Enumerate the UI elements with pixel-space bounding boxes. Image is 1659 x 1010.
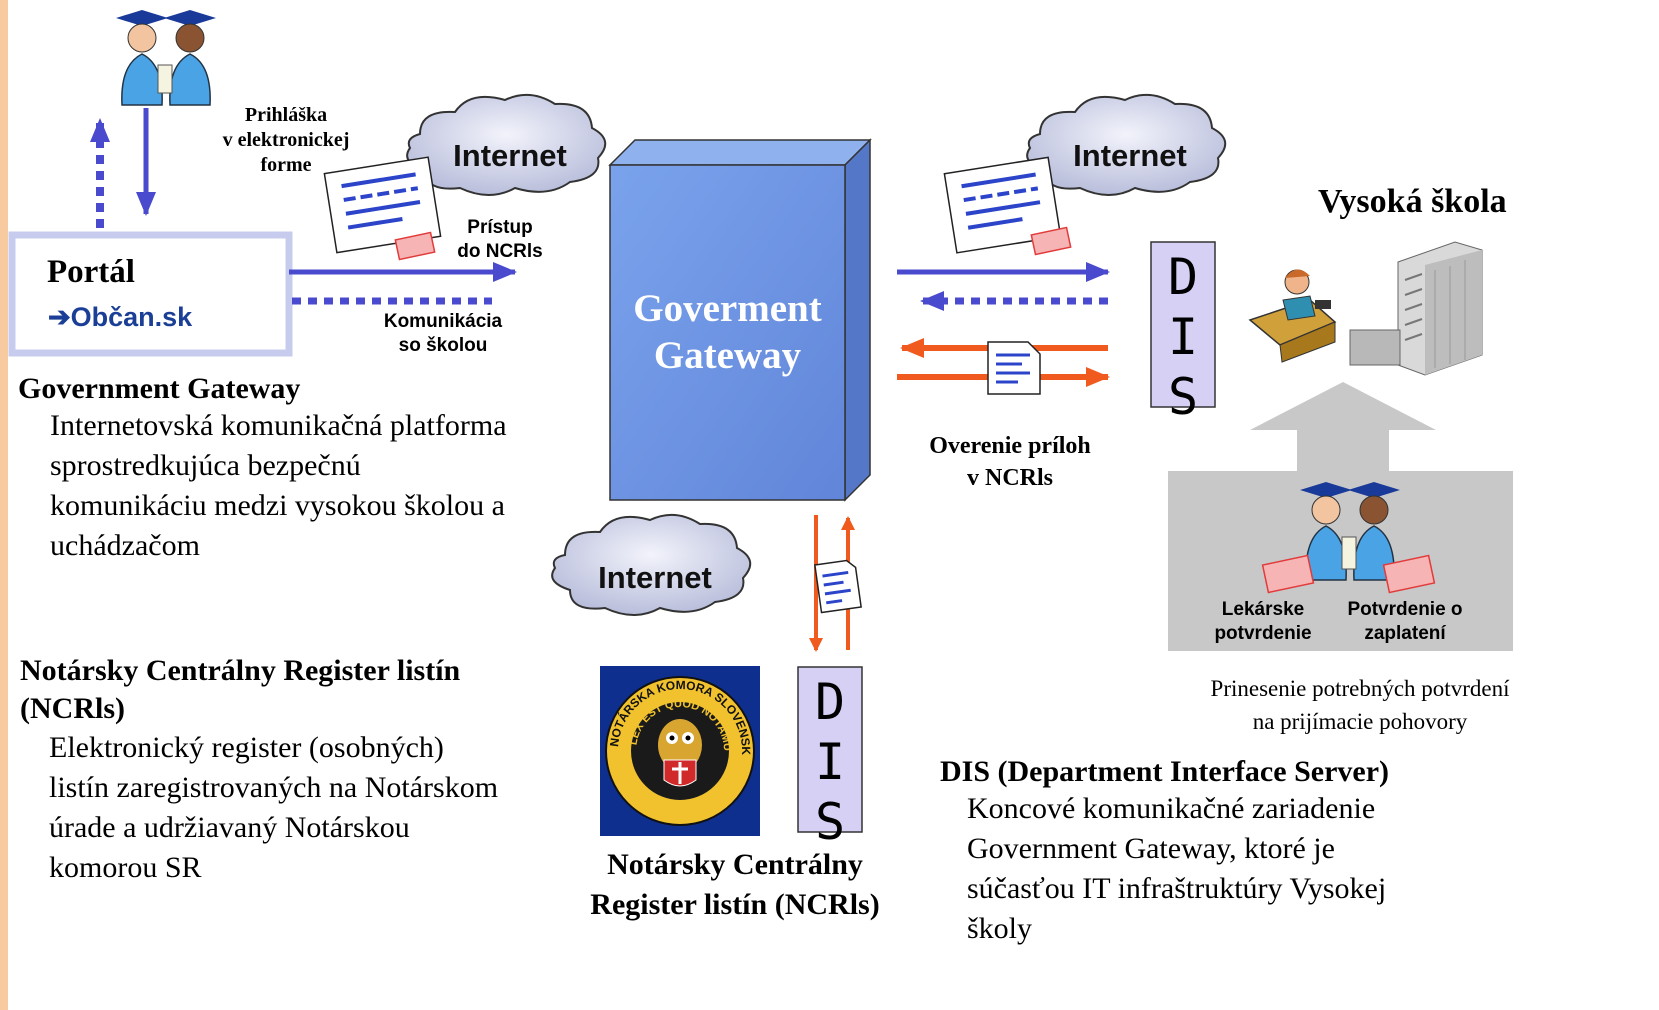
description-line: listín zaregistrovaných na Notárskom [49, 771, 499, 804]
description-line: súčasťou IT infraštruktúry Vysokej [967, 872, 1387, 905]
description-line: komorou SR [49, 851, 202, 884]
portal-brand: ➔Občan.sk [48, 302, 192, 333]
label-line: v elektronickej [222, 129, 350, 151]
label-line: potvrdenie [1214, 623, 1312, 644]
dis-letter: I [814, 733, 846, 791]
label-line: Prístup [467, 217, 533, 238]
university-building-icon [1349, 241, 1483, 376]
medical-certificate-icon [1261, 554, 1315, 594]
label-line: zaplatení [1364, 623, 1446, 644]
brand-text: Občan.sk [70, 302, 193, 332]
label-line: v NCRls [966, 465, 1053, 491]
description-line: Government Gateway, ktoré je [967, 832, 1335, 865]
cloud-label-3: Internet [598, 560, 712, 595]
small-document-icon [987, 341, 1041, 395]
label-application: Prihláška v elektronickej forme [186, 103, 386, 178]
document-icon-right [943, 156, 1062, 254]
label-line: Prihláška [244, 104, 328, 126]
description-line: uchádzačom [50, 529, 200, 562]
description-title: Notársky Centrálny Register listín [20, 654, 461, 687]
accent-bar [0, 0, 8, 1010]
internet-cloud-3 [551, 513, 752, 616]
description-line: Elektronický register (osobných) [49, 731, 444, 764]
label-line: na prijímacie pohovory [1252, 709, 1468, 734]
description-line: úrade a udržiavaný Notárskou [49, 811, 410, 844]
payment-certificate-icon [1382, 554, 1436, 594]
portal-box [8, 231, 293, 357]
caption-line: Notársky Centrálny [607, 848, 863, 881]
gateway-server [608, 138, 872, 502]
dis-letter: I [1167, 308, 1199, 366]
attachment-icon-right [1030, 226, 1072, 256]
label-line: so školou [398, 335, 488, 356]
label-line: do NCRls [457, 241, 543, 262]
description-title: DIS (Department Interface Server) [940, 755, 1390, 788]
label-access: Prístup do NCRls [440, 216, 560, 264]
dis-box-right [1150, 241, 1216, 408]
dis-letter: D [1167, 248, 1199, 306]
description-title: Government Gateway [18, 372, 301, 405]
cloud-label-1: Internet [453, 138, 567, 173]
notary-caption: Notársky Centrálny Register listín (NCRl… [560, 845, 910, 925]
label-line: Overenie príloh [929, 433, 1091, 459]
description-line: komunikáciu medzi vysokou školou a [50, 489, 505, 522]
dis-label-bottom: D I S [798, 672, 862, 852]
label-payment: Potvrdenie o zaplatení [1325, 598, 1485, 646]
dis-box-bottom [797, 666, 863, 833]
small-document-icon-vertical [814, 559, 862, 614]
university-title: Vysoká škola [1318, 183, 1507, 220]
label-bring: Prinesenie potrebných potvrdení na prijí… [1150, 672, 1570, 738]
students-top-icon [116, 10, 216, 106]
caption-line: Register listín (NCRls) [590, 888, 880, 921]
label-line: forme [260, 154, 312, 176]
description-line: školy [967, 912, 1033, 945]
receptionist-icon [1248, 269, 1337, 363]
gateway-label: Goverment Gateway [610, 285, 845, 379]
dis-letter: S [1167, 368, 1199, 426]
portal-title: Portál [47, 254, 135, 290]
label-medical: Lekárske potvrdenie [1193, 598, 1333, 646]
cloud-label-2: Internet [1073, 138, 1187, 173]
document-icon-left [323, 156, 442, 254]
label-verification: Overenie príloh v NCRls [895, 430, 1125, 494]
attachment-icon-left [394, 231, 436, 261]
dis-label-right: D I S [1151, 247, 1215, 427]
description-ncr: Notársky Centrálny Register listín (NCRl… [20, 652, 590, 888]
description-title: (NCRls) [20, 692, 125, 725]
label-line: Potvrdenie o [1347, 599, 1463, 620]
description-line: Internetovská komunikačná platforma [50, 409, 507, 442]
brand-logo-icon: ➔ [48, 302, 71, 332]
label-line: Lekárske [1221, 599, 1305, 620]
label-communication: Komunikácia so školou [368, 310, 518, 358]
gateway-label-line1: Goverment [633, 287, 822, 330]
description-line: Koncové komunikačné zariadenie [967, 792, 1376, 825]
label-line: Prinesenie potrebných potvrdení [1210, 676, 1510, 701]
label-line: Komunikácia [383, 311, 503, 332]
description-gg: Government Gateway Internetovská komunik… [18, 372, 608, 566]
dis-letter: D [814, 673, 846, 731]
description-line: sprostredkujúca bezpečnú [50, 449, 361, 482]
dis-letter: S [814, 793, 846, 851]
description-dis: DIS (Department Interface Server) Koncov… [940, 755, 1500, 949]
gateway-label-line2: Gateway [653, 334, 802, 377]
